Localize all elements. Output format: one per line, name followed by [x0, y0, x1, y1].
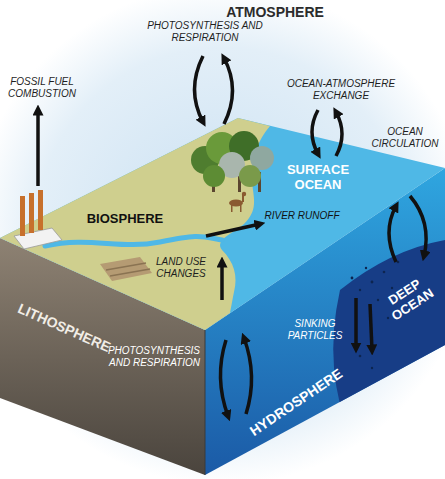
circulation-arrow-down [410, 196, 426, 256]
river-runoff-arrow [206, 224, 260, 236]
respiration-arrow-up [224, 58, 233, 124]
process-label: RIVER RUNOFF [262, 210, 342, 222]
land-surface [0, 118, 270, 330]
sinking-arrow [354, 298, 358, 348]
circulation-arrow-up [389, 206, 396, 262]
ocean-release-arrow [336, 112, 342, 156]
sinking-arrow [370, 304, 372, 350]
river [45, 237, 222, 247]
region-label: DEEP OCEAN [375, 270, 442, 328]
deer [229, 192, 246, 212]
deep-ocean-water [333, 240, 445, 440]
process-label: OCEAN CIRCULATION [370, 126, 440, 149]
ocean-uptake-arrow [312, 110, 318, 154]
photosynthesis-arrow-down [195, 56, 204, 122]
region-label: ATMOSPHERE [222, 4, 328, 20]
region-label: HYDROSPHERE [245, 364, 347, 440]
surface-ocean [0, 118, 445, 330]
region-label: BIOSPHERE [78, 212, 172, 227]
land-use-arrow [220, 262, 224, 300]
process-label: FOSSIL FUEL COMBUSTION [4, 76, 80, 99]
flux-arrows [38, 56, 426, 416]
process-label: OCEAN-ATMOSPHERE EXCHANGE [280, 78, 402, 101]
process-label: SINKING PARTICLES [284, 318, 346, 341]
fossil-fuel-arrow [36, 110, 40, 186]
process-label: PHOTOSYNTHESIS AND RESPIRATION [100, 345, 200, 368]
process-label: PHOTOSYNTHESIS AND RESPIRATION [142, 20, 268, 43]
marine-photosynthesis-arrow-down [220, 340, 228, 416]
marine-respiration-arrow-up [244, 338, 252, 414]
forest [191, 131, 274, 192]
process-label: LAND USE CHANGES [150, 256, 212, 279]
deep-ocean-region [333, 240, 445, 440]
farm-fields [100, 257, 152, 281]
factory-smokestacks [14, 190, 62, 249]
block-edge [205, 330, 206, 475]
region-label: SURFACE OCEAN [273, 163, 363, 193]
